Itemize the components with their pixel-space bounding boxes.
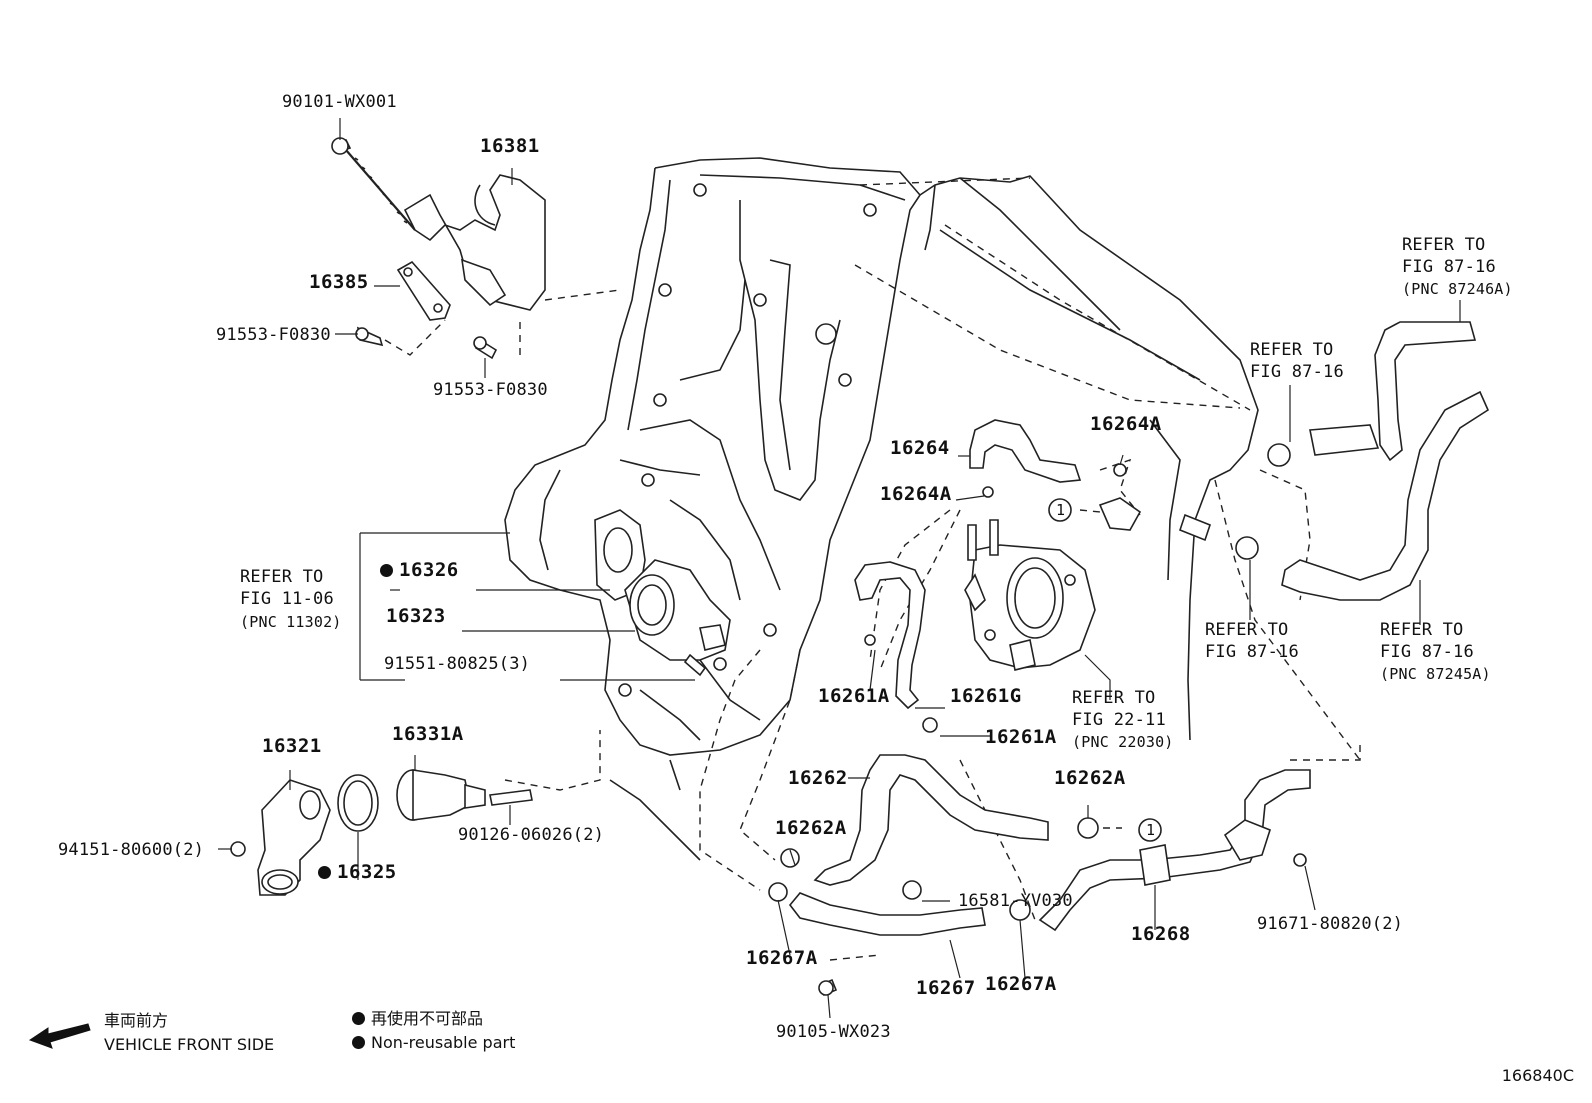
part-label-91553-f0830-right: 91553-F0830 bbox=[433, 380, 548, 400]
part-label-16267a-left: 16267A bbox=[746, 947, 818, 969]
part-label-16581-yv030: 16581-YV030 bbox=[958, 891, 1073, 911]
legend-nonreuse-jp-text: 再使用不可部品 bbox=[371, 1009, 484, 1028]
part-label-16261a-left: 16261A bbox=[818, 685, 890, 707]
part-label-16264: 16264 bbox=[890, 437, 950, 459]
part-label-16381: 16381 bbox=[480, 135, 540, 157]
non-reusable-dot bbox=[352, 1012, 365, 1025]
part-label-91551-80825: 91551-80825(3) bbox=[384, 654, 531, 674]
refer-fig-87-16-a-line3: (PNC 87246A) bbox=[1402, 280, 1513, 298]
legend-nonreuse-jp: 再使用不可部品 bbox=[352, 1008, 483, 1030]
hose-clamps bbox=[768, 443, 1291, 997]
part-label-16267a-right: 16267A bbox=[985, 973, 1057, 995]
refer-fig-11-06-line1: REFER TO bbox=[240, 567, 324, 587]
part-label-90126-06026: 90126-06026(2) bbox=[458, 825, 605, 845]
part-label-94151-80600: 94151-80600(2) bbox=[58, 840, 205, 860]
part-label-16325-text: 16325 bbox=[337, 861, 397, 883]
non-reusable-dot bbox=[380, 564, 393, 577]
part-label-91671-80820: 91671-80820(2) bbox=[1257, 914, 1404, 934]
throttle-body bbox=[964, 519, 1096, 671]
refer-fig-11-06-line3: (PNC 11302) bbox=[240, 613, 342, 631]
part-label-16262a-right: 16262A bbox=[1054, 767, 1126, 789]
refer-fig-22-11-line1: REFER TO bbox=[1072, 688, 1156, 708]
part-label-16326-text: 16326 bbox=[399, 559, 459, 581]
part-label-16264a-left: 16264A bbox=[880, 483, 952, 505]
refer-fig-87-16-b-line2: FIG 87-16 bbox=[1250, 362, 1344, 382]
legend-front-en: VEHICLE FRONT SIDE bbox=[104, 1035, 275, 1054]
legend-front-jp: 車両前方 bbox=[104, 1011, 169, 1030]
front-arrow bbox=[28, 1023, 91, 1049]
hoses bbox=[788, 321, 1490, 936]
part-label-16267: 16267 bbox=[916, 977, 976, 999]
refer-fig-87-16-a-line1: REFER TO bbox=[1402, 235, 1486, 255]
part-label-16261a-right: 16261A bbox=[985, 726, 1057, 748]
refer-fig-87-16-c-line2: FIG 87-16 bbox=[1205, 642, 1299, 662]
part-label-90105-wx023: 90105-WX023 bbox=[776, 1022, 891, 1042]
part-label-16268: 16268 bbox=[1131, 923, 1191, 945]
part-label-90101-wx001: 90101-WX001 bbox=[282, 92, 397, 112]
refer-fig-87-16-c-line1: REFER TO bbox=[1205, 620, 1289, 640]
refer-fig-22-11-line3: (PNC 22030) bbox=[1072, 733, 1174, 751]
refer-fig-87-16-d-line2: FIG 87-16 bbox=[1380, 642, 1474, 662]
thermostat-parts bbox=[230, 769, 533, 896]
part-label-16262: 16262 bbox=[788, 767, 848, 789]
refer-fig-22-11-line2: FIG 22-11 bbox=[1072, 710, 1166, 730]
refer-fig-87-16-b-line1: REFER TO bbox=[1250, 340, 1334, 360]
leader-lines bbox=[218, 118, 1461, 1019]
part-label-91553-f0830-left: 91553-F0830 bbox=[216, 325, 331, 345]
figure-code: 166840C bbox=[1501, 1066, 1574, 1085]
reference-circle-1-lower: 1 bbox=[1146, 821, 1156, 839]
refer-fig-11-06-line2: FIG 11-06 bbox=[240, 589, 334, 609]
water-inlet-housing bbox=[594, 509, 731, 677]
refer-fig-87-16-d-line3: (PNC 87245A) bbox=[1380, 665, 1491, 683]
part-label-16326: 16326 bbox=[380, 560, 459, 580]
part-label-16385: 16385 bbox=[309, 271, 369, 293]
non-reusable-dot bbox=[352, 1036, 365, 1049]
reference-circles bbox=[1048, 498, 1162, 842]
non-reusable-dot bbox=[318, 866, 331, 879]
refer-fig-87-16-a-line2: FIG 87-16 bbox=[1402, 257, 1496, 277]
part-label-16321: 16321 bbox=[262, 735, 322, 757]
legend-nonreuse-en-text: Non-reusable part bbox=[371, 1033, 516, 1052]
part-label-16264a-top: 16264A bbox=[1090, 413, 1162, 435]
legend-nonreuse-en: Non-reusable part bbox=[352, 1032, 515, 1054]
part-label-16323: 16323 bbox=[386, 605, 446, 627]
reference-circle-1-upper: 1 bbox=[1056, 501, 1066, 519]
part-label-16325: 16325 bbox=[318, 862, 397, 882]
part-label-16261g: 16261G bbox=[950, 685, 1022, 707]
part-label-16262a-left: 16262A bbox=[775, 817, 847, 839]
refer-fig-87-16-d-line1: REFER TO bbox=[1380, 620, 1464, 640]
bracket-assembly bbox=[331, 137, 546, 360]
part-label-16331a: 16331A bbox=[392, 723, 464, 745]
